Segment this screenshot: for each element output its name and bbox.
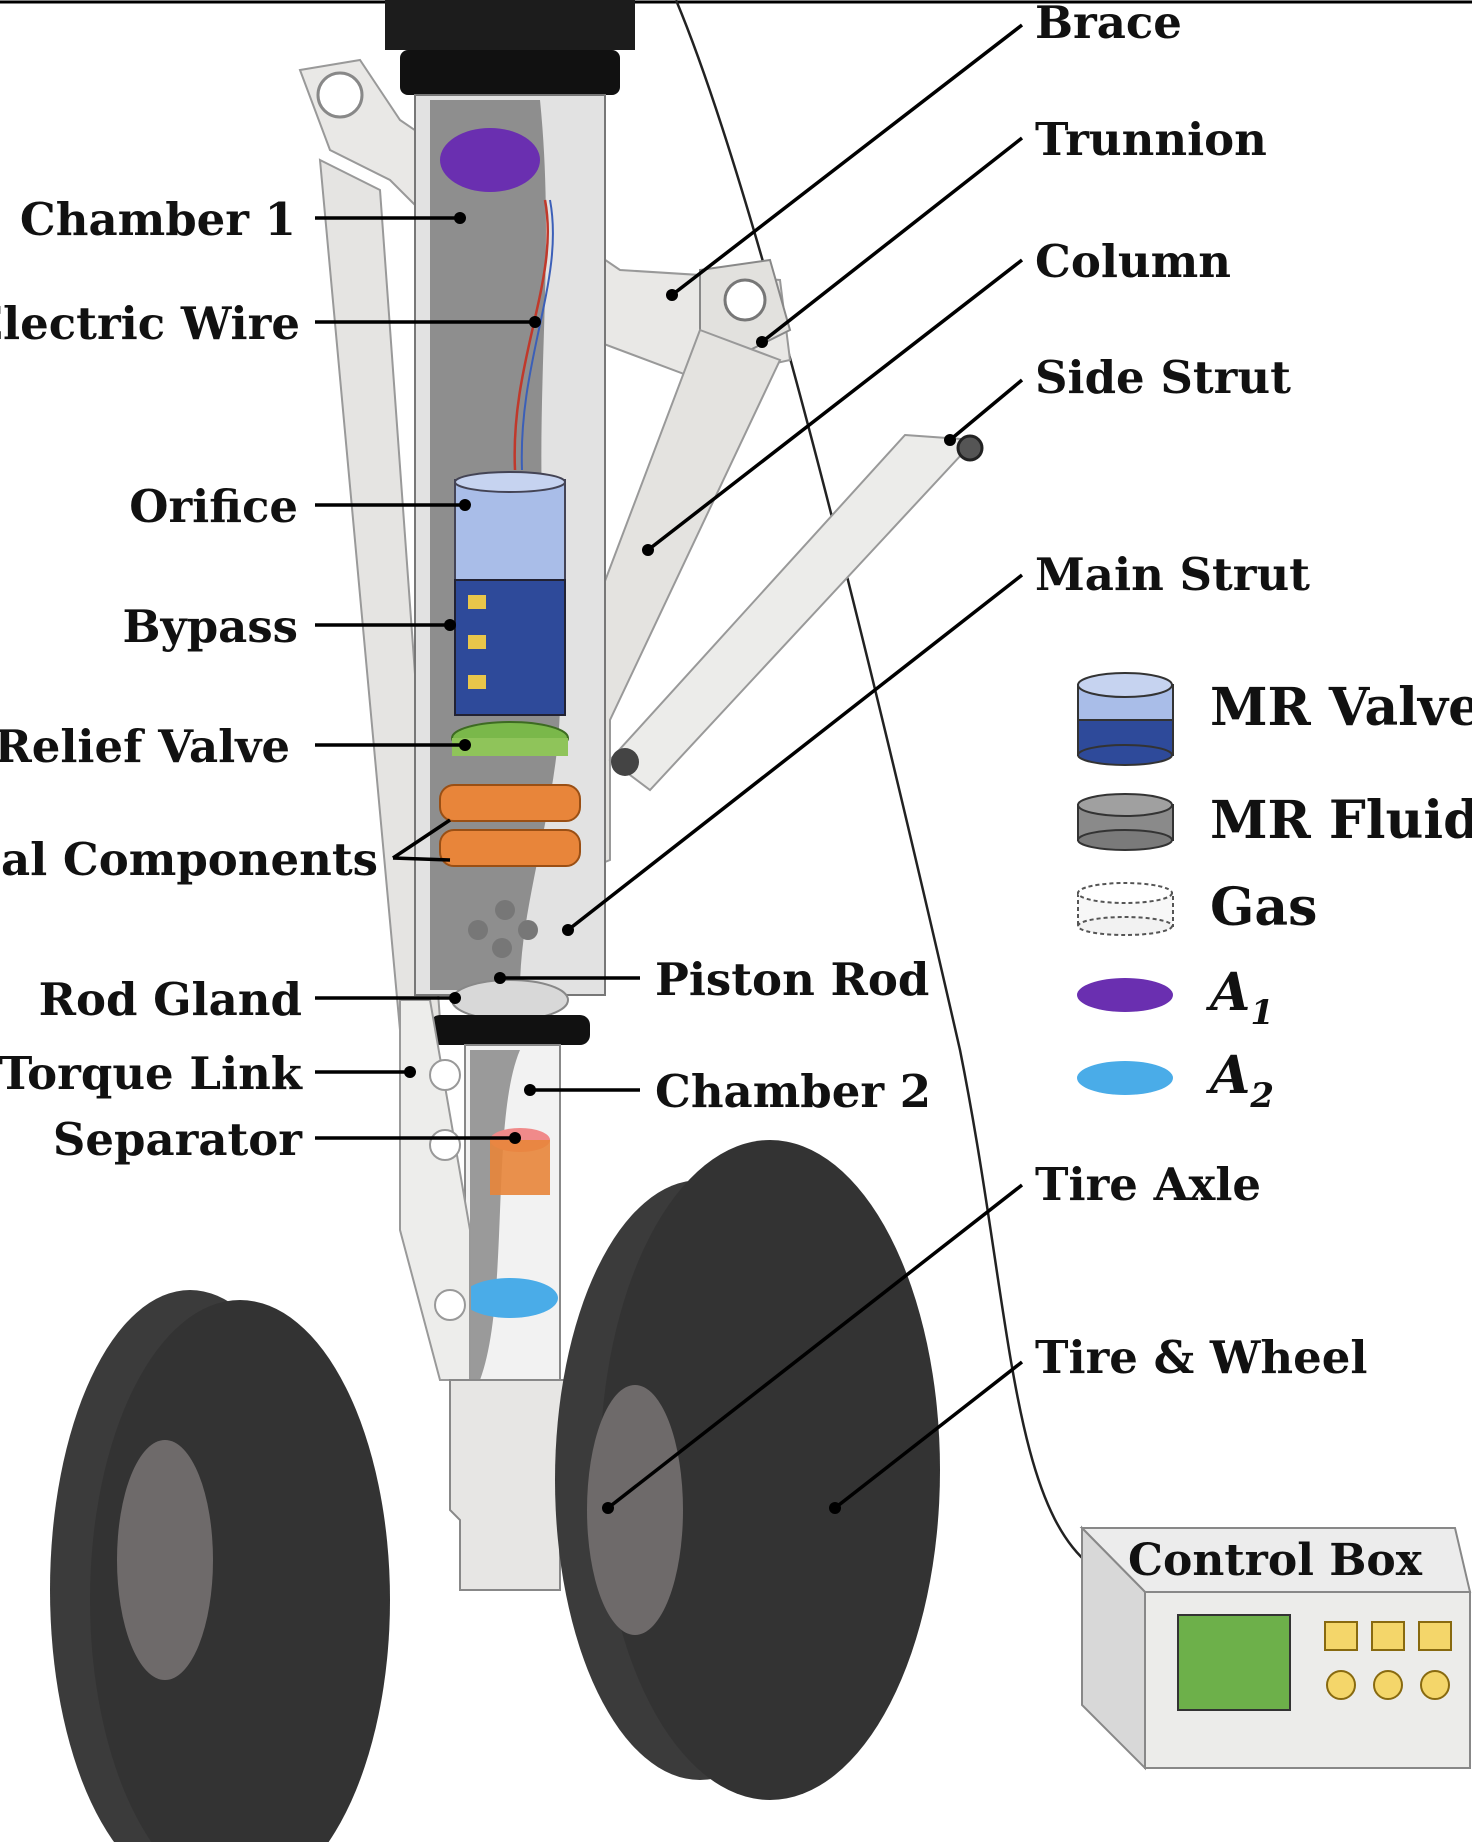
side-strut-structure — [608, 433, 984, 792]
label-seal-components: Seal Components — [0, 833, 378, 886]
label-piston-rod: Piston Rod — [655, 953, 929, 1006]
leaders-left — [315, 212, 541, 1144]
relief-valve — [451, 721, 569, 756]
label-trunnion: Trunnion — [1035, 113, 1267, 166]
bypass-port — [468, 595, 486, 609]
label-main-strut: Main Strut — [1035, 548, 1310, 601]
a1-area-marker — [440, 128, 540, 192]
left-tire — [50, 1290, 390, 1842]
control-box-knobs — [1326, 1670, 1450, 1700]
seal-components — [439, 784, 581, 867]
label-brace: Brace — [1035, 0, 1182, 49]
legend-mr-fluid-swatch — [1077, 793, 1174, 851]
legend-a1-label: A1 — [1205, 962, 1274, 1033]
mr-valve-body — [454, 471, 566, 716]
legend-mr-valve-label: MR Valve — [1210, 677, 1472, 738]
control-cable — [674, 0, 1091, 1566]
label-separator: Separator — [53, 1113, 303, 1166]
legend-a2-label: A2 — [1205, 1045, 1274, 1116]
legend-gas-label: Gas — [1210, 877, 1317, 938]
label-side-strut: Side Strut — [1035, 351, 1291, 404]
a2-area-marker — [462, 1278, 558, 1318]
label-column: Column — [1035, 235, 1231, 288]
legend-a1-swatch — [1077, 978, 1173, 1012]
control-box-buttons — [1324, 1621, 1452, 1651]
label-rod-gland: Rod Gland — [39, 973, 302, 1026]
rod-gland — [430, 979, 590, 1045]
control-box-title: Control Box — [1128, 1535, 1423, 1586]
leaders-center — [494, 972, 640, 1096]
control-box-screen — [1177, 1614, 1291, 1711]
piston-rod-holes — [468, 900, 538, 958]
legend-a2-swatch — [1077, 1061, 1173, 1095]
label-chamber-2: Chamber 2 — [655, 1065, 931, 1118]
label-torque-link: Torque Link — [0, 1047, 303, 1100]
top-cap — [385, 0, 635, 95]
label-electric-wire: Electric Wire — [0, 297, 300, 350]
control-box: Control Box — [1079, 1525, 1472, 1771]
torque-link — [399, 999, 471, 1381]
label-tire-axle: Tire Axle — [1035, 1158, 1261, 1211]
legend-gas-swatch — [1077, 882, 1174, 936]
legend: MR Valve MR Fluid Gas A1 A2 — [1077, 672, 1472, 1116]
label-orifice: Orifice — [129, 480, 298, 533]
leaders-right — [562, 23, 1024, 1514]
label-tire-wheel: Tire & Wheel — [1035, 1331, 1368, 1384]
legend-mr-fluid-label: MR Fluid — [1210, 790, 1472, 851]
lower-cylinder — [462, 1044, 561, 1386]
label-chamber-1: Chamber 1 — [20, 193, 296, 246]
label-relief-valve: Relief Valve — [0, 720, 290, 773]
label-bypass: Bypass — [123, 600, 298, 653]
legend-mr-valve-swatch — [1077, 672, 1174, 766]
right-tire — [555, 1140, 940, 1800]
